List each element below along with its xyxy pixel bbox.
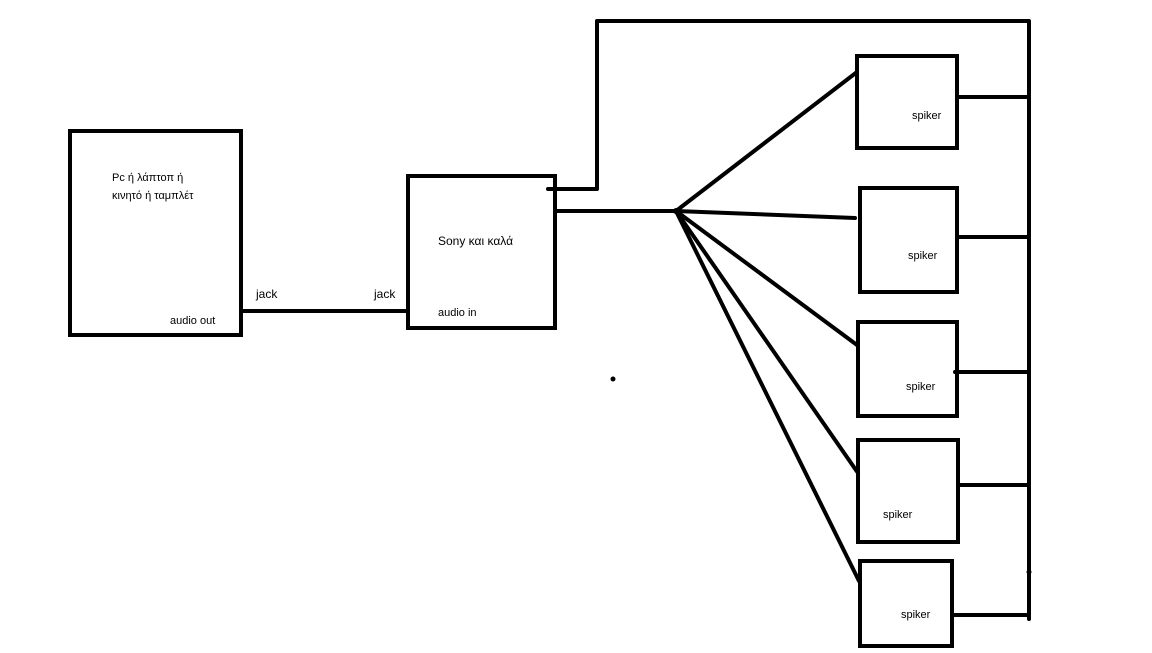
speaker-4-box [856, 438, 960, 544]
source-device-box [68, 129, 243, 337]
source-device-label-line2: κινητό ή ταμπλέτ [112, 190, 194, 202]
receiver: Sony και καλά audio in [406, 174, 557, 330]
speaker-5-box [858, 559, 954, 648]
speaker-1-label: spiker [912, 110, 942, 122]
fan-wire-4 [674, 209, 860, 475]
source-device: Pc ή λάπτοπ ή κινητό ή ταμπλέτ audio out [68, 129, 243, 337]
speaker-3-box [856, 320, 959, 418]
bus-junction-dot [1026, 569, 1032, 575]
jack-label-left: jack [255, 287, 278, 301]
stray-dot [610, 376, 616, 382]
speaker-4-label: spiker [883, 509, 913, 521]
speaker-1: spiker [855, 54, 1031, 150]
speaker-5: spiker [858, 559, 1031, 648]
fan-wire-5 [674, 209, 861, 583]
jack-cable: jack jack [239, 287, 410, 313]
speaker-2-box [858, 186, 959, 294]
speaker-2: spiker [858, 186, 1031, 294]
audio-out-label: audio out [170, 315, 215, 327]
audio-in-label: audio in [438, 307, 477, 319]
speaker-3: spiker [856, 320, 1031, 418]
fan-wire-2 [674, 209, 857, 220]
fan-wire-1 [674, 70, 859, 213]
receiver-label: Sony και καλά [438, 234, 513, 248]
return-bus-wire [546, 19, 1031, 621]
receiver-box [406, 174, 557, 330]
jack-label-right: jack [373, 287, 396, 301]
source-device-label-line1: Pc ή λάπτοπ ή [112, 172, 183, 184]
fan-wire-3 [674, 209, 859, 347]
speaker-1-box [855, 54, 959, 150]
speaker-2-label: spiker [908, 250, 938, 262]
speaker-5-label: spiker [901, 609, 931, 621]
speaker-3-label: spiker [906, 381, 936, 393]
fan-out-wires [674, 70, 861, 583]
speaker-4: spiker [856, 438, 1031, 544]
